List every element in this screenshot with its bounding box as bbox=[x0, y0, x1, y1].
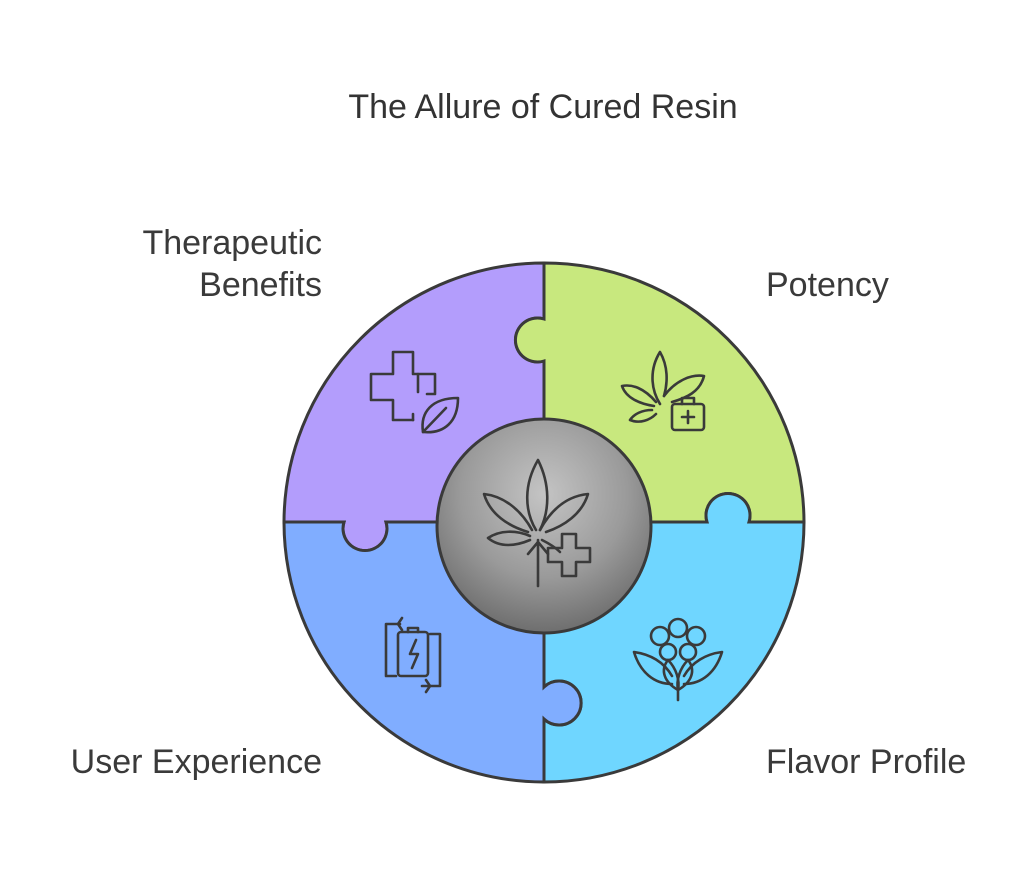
battery-cycle-icon bbox=[384, 616, 442, 694]
cannabis-leaf-arrow-cross-icon bbox=[482, 458, 592, 588]
label-therapeutic-benefits-text: Therapeutic Benefits bbox=[142, 224, 322, 304]
center-hub bbox=[435, 417, 653, 635]
diagram-title: The Allure of Cured Resin bbox=[348, 88, 738, 126]
label-user-experience: User Experience bbox=[70, 743, 322, 781]
label-therapeutic-benefits: Therapeutic Benefits bbox=[22, 222, 322, 306]
medical-cross-leaf-icon bbox=[369, 350, 460, 434]
cannabis-leaf-medkit-icon bbox=[620, 350, 706, 432]
label-potency: Potency bbox=[766, 266, 889, 304]
label-flavor-profile: Flavor Profile bbox=[766, 743, 967, 781]
flower-bloom-icon bbox=[632, 617, 724, 702]
